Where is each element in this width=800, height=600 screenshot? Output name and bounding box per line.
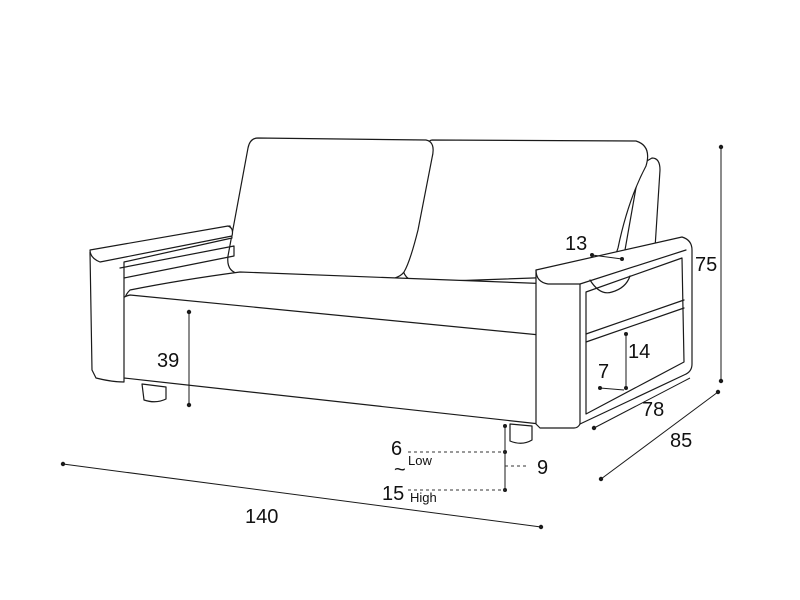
shelf-depth-dim-end-a [598,386,602,390]
left-armrest-top [89,225,234,263]
depth-total-dim-end-a [598,476,604,482]
right-armrest-top [535,249,687,285]
leg-height-label: 9 [537,457,548,479]
left-armrest-inner [119,245,235,279]
height-label: 75 [695,254,717,276]
armrest-inner-curve [589,275,631,294]
shelf-height-dim-end-bottom [624,386,628,390]
gap-separator: ~ [394,459,406,481]
gap-low-label: Low [408,453,432,468]
height-dim-end-bottom [718,378,724,384]
shelf-height-dim-end-top [624,332,628,336]
width-dim-end-right [538,524,544,530]
seat-height-dim-end-top [186,309,192,315]
dimension-labels: 140 85 78 75 39 13 14 7 9 6 Low ~ 15 Hig… [157,233,717,528]
depth-total-label: 85 [670,430,692,452]
armrest-shelf-board [585,299,685,343]
armrest-shelf-outline [585,257,685,415]
depth-seat-dimension-line [593,377,691,429]
backrest-frame [624,157,661,251]
seat-height-dim-end-bottom [186,402,192,408]
armrest-dim-end-b [620,257,624,261]
height-dim-end-top [718,144,724,150]
depth-seat-dim-end-a [591,425,597,431]
width-dimension-line [62,463,542,528]
width-dim-end-left [60,461,66,467]
depth-seat-label: 78 [642,399,664,421]
width-label: 140 [245,506,278,528]
dimension-lines [60,144,724,530]
back-cushion-left [227,137,434,281]
depth-total-dimension-line [600,391,719,480]
armrest-width-dimension-line [591,254,623,260]
right-leg [509,423,533,444]
shelf-height-label: 14 [628,341,650,363]
seat-height-label: 39 [157,350,179,372]
left-leg [141,383,167,403]
gap-low-value: 6 [391,438,402,460]
shelf-depth-label: 7 [598,361,609,383]
shelf-depth-dimension-line [599,387,625,391]
armrest-width-label: 13 [565,233,587,255]
leg-dim-end-top [503,424,507,428]
depth-total-dim-end-b [715,389,721,395]
armrest-dim-end-a [590,253,594,257]
gap-high-label: High [410,490,437,505]
left-armrest [89,225,233,383]
gap-high-value: 15 [382,483,404,505]
sofa-drawing [89,137,693,444]
